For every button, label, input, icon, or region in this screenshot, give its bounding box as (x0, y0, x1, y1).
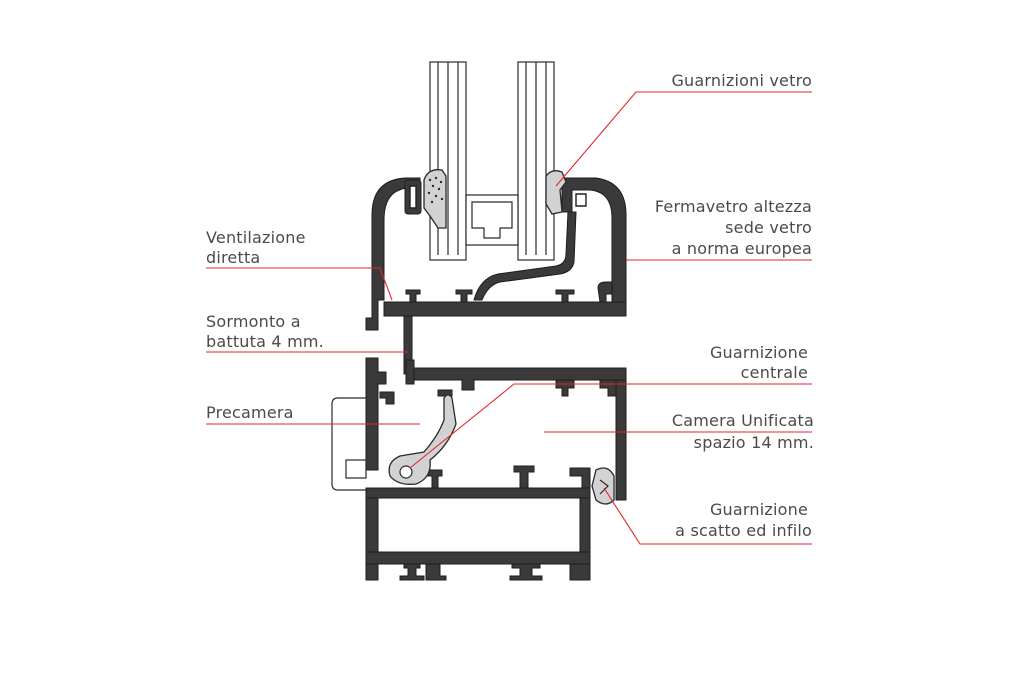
leader-guarnizione-centrale (409, 383, 812, 469)
label-guarnizioni-vetro: Guarnizioni vetro (671, 71, 812, 90)
sash-profile (365, 177, 627, 331)
double-glazing (429, 61, 555, 261)
leader-guarnizione-scatto (603, 487, 812, 545)
label-guarnizione-scatto-line1: Guarnizione (710, 500, 808, 519)
gaskets (388, 169, 615, 505)
label-sormonto-line2: battuta 4 mm. (206, 332, 324, 351)
label-camera-unificata-line2: spazio 14 mm. (694, 433, 814, 452)
central-gasket (388, 394, 457, 485)
sash-right-wall (561, 177, 627, 309)
label-ventilazione-line1: Ventilazione (206, 228, 306, 247)
labels: Guarnizioni vetro Fermavetro altezza sed… (206, 71, 814, 540)
frame-bottom-rail (365, 551, 591, 565)
leader-ventilazione (206, 267, 393, 301)
sash-rail (383, 301, 627, 317)
label-guarnizione-centrale-line2: centrale (741, 363, 808, 382)
label-fermavetro-line2: sede vetro (725, 218, 812, 237)
label-precamera: Precamera (206, 403, 294, 422)
leader-guarnizioni-vetro (555, 91, 812, 187)
label-camera-unificata-line1: Camera Unificata (672, 411, 814, 430)
label-fermavetro-line3: a norma europea (672, 239, 812, 258)
leader-lines (206, 91, 812, 545)
label-fermavetro-line1: Fermavetro altezza (655, 197, 812, 216)
frame-left-wall (365, 357, 387, 471)
sash-left-wall (365, 177, 421, 331)
glass-spacer (465, 194, 519, 246)
frame-trim (331, 397, 366, 491)
label-guarnizione-scatto-line2: a scatto ed infilo (675, 521, 812, 540)
label-guarnizione-centrale-line1: Guarnizione (710, 343, 808, 362)
sash-inner-arm (473, 211, 577, 301)
frame-mid-rail (365, 487, 591, 499)
glass-gasket-left (423, 169, 447, 229)
label-ventilazione-line2: diretta (206, 248, 260, 267)
frame-top-rail (411, 367, 627, 391)
label-sormonto-line1: Sormonto a (206, 312, 301, 331)
frame-profile (331, 315, 627, 581)
frame-right-wall (615, 379, 627, 501)
glass-gasket-right (545, 170, 567, 215)
